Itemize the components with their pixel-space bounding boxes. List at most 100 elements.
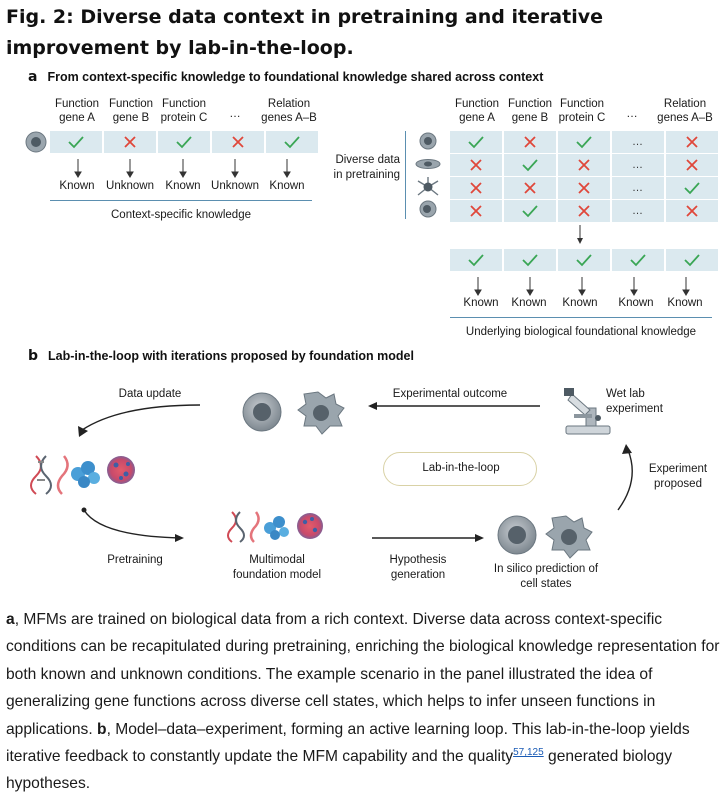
check-icon [50,131,104,153]
data-update-arrowhead [78,426,88,437]
hypothesis-generation-label: Hypothesis generation [389,554,447,581]
wet-lab-label: Wet lab experiment [606,388,663,415]
cross-icon [104,131,158,153]
left-outcome-1: Known [59,180,95,192]
check-icon [450,131,504,153]
caption-a-letter: a [6,611,15,628]
panel-b-letter: b [28,348,39,364]
cross-icon [558,177,612,199]
model-tissue-icon [297,513,323,539]
right-col-header-5: Relation genes A–B [657,98,713,124]
microscope-icon [564,388,611,435]
model-dna-icon [227,511,245,543]
data-update-label: Data update [118,388,182,400]
right-outcome-2: Known [511,297,547,309]
right-col-header-2: Function gene B [507,98,553,124]
protein-icon [71,461,100,488]
lab-loop-diagram [30,388,633,559]
check-icon [158,131,212,153]
check-icon [558,249,612,271]
dna-icon [30,455,52,495]
right-outcome-3: Known [562,297,598,309]
pretraining-label: Pretraining [107,554,163,566]
left-col-header-2: Function gene B [108,98,154,124]
right-outcome-5: Known [667,297,703,309]
rna-icon [56,455,69,495]
right-row-4: … [450,200,718,222]
panel-a-letter: a [28,69,38,85]
lab-in-the-loop-label: Lab-in-the-loop [422,462,500,474]
ellipsis-cell: … [612,177,666,199]
left-col-header-4: … [229,108,241,120]
cross-icon [450,177,504,199]
result-row [450,249,718,271]
pretraining-arrow [83,509,181,539]
left-outcome-3: Known [165,180,201,192]
left-outcome-4: Unknown [211,180,259,192]
cross-icon [504,131,558,153]
right-col-header-4: … [626,108,638,120]
right-row-3: … [450,177,718,199]
cross-icon [666,200,718,222]
multimodal-model-label: Multimodal foundation model [232,554,322,581]
left-knowledge-row [50,131,318,153]
figure-title: Fig. 2: Diverse data context in pretrain… [6,6,603,59]
lab-in-the-loop-pill [383,452,537,486]
right-row-1: … [450,131,718,153]
cross-icon [666,131,718,153]
in-silico-label: In silico prediction of cell states [493,563,599,590]
experimental-outcome-label: Experimental outcome [392,388,508,400]
figure-caption: a, MFMs are trained on biological data f… [6,606,726,798]
diverse-bracket [405,131,406,219]
cross-icon [450,200,504,222]
cross-icon [450,154,504,176]
panel-b-heading: b Lab-in-the-loop with iterations propose… [28,348,414,364]
check-icon [558,131,612,153]
diverse-data-label: Diverse data in pretraining [333,154,400,181]
left-col-header-1: Function gene A [54,98,100,124]
check-icon [504,154,558,176]
left-col-header-3: Function protein C [160,98,208,124]
panel-a-heading-text: From context-specific knowledge to found… [47,70,544,84]
cross-icon [666,154,718,176]
caption-a-text: , MFMs are trained on biological data fr… [6,611,720,738]
model-protein-icon [264,516,289,540]
right-footer: Underlying biological foundational knowl… [465,326,697,338]
ellipsis-cell: … [612,200,666,222]
right-arrows [474,277,690,296]
check-icon [666,177,718,199]
cross-icon [504,177,558,199]
caption-b-letter: b [97,720,107,738]
data-update-arrow [81,404,201,431]
caption-tail: generated biology hypotheses. [6,748,673,793]
left-outcome-2: Unknown [106,180,154,192]
ellipsis-cell: … [612,154,666,176]
caption-b-text: , Model–data–experiment, forming an acti… [6,720,690,766]
check-icon [612,249,666,271]
check-icon [266,131,318,153]
panel-b-heading-text: Lab-in-the-loop with iterations proposed… [48,349,414,363]
right-col-header-1: Function gene A [454,98,500,124]
check-icon [504,200,558,222]
left-rule [50,200,312,201]
left-footer: Context-specific knowledge [111,209,251,221]
right-col-header-3: Function protein C [558,98,606,124]
cross-icon [212,131,266,153]
left-col-header-5: Relation genes A–B [261,98,317,124]
cell-state-icons [415,132,441,218]
check-icon [450,249,504,271]
cell-icon [25,131,47,153]
ellipsis-cell: … [612,131,666,153]
left-arrows [74,159,291,178]
panel-a-heading: a From context-specific knowledge to foun… [28,69,543,85]
experiment-proposed-label: Experiment proposed [648,463,708,490]
check-icon [666,249,718,271]
down-arrow [577,225,583,244]
cross-icon [558,154,612,176]
experiment-proposed-arrow [617,449,633,511]
check-icon [504,249,558,271]
right-outcome-4: Known [618,297,654,309]
right-row-2: … [450,154,718,176]
left-outcome-5: Known [269,180,305,192]
reference-link[interactable]: 57,125 [513,746,544,758]
